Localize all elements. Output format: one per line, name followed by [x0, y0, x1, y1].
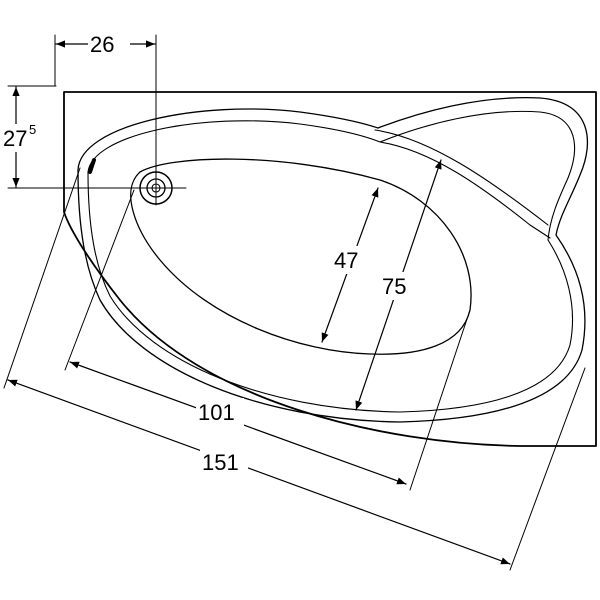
dim-label-75: 75	[382, 274, 406, 299]
dim-label-26: 26	[90, 32, 114, 57]
ext-line-151-right	[509, 367, 586, 571]
dim-line-151	[7, 379, 511, 565]
overflow-slot	[88, 158, 96, 174]
ext-line-101-left	[64, 189, 135, 371]
tub-basin	[130, 158, 472, 355]
dim-label-27-sup: 5	[29, 122, 36, 137]
dim-label-101: 101	[198, 400, 235, 425]
dim-label-47: 47	[334, 248, 358, 273]
backrest-line-2	[374, 129, 549, 226]
dim-label-27: 27	[3, 126, 27, 151]
backrest-line-1	[379, 141, 551, 239]
ext-line-151-left	[3, 167, 81, 389]
ext-line-101-right	[409, 309, 471, 491]
dim-label-151: 151	[202, 450, 239, 475]
